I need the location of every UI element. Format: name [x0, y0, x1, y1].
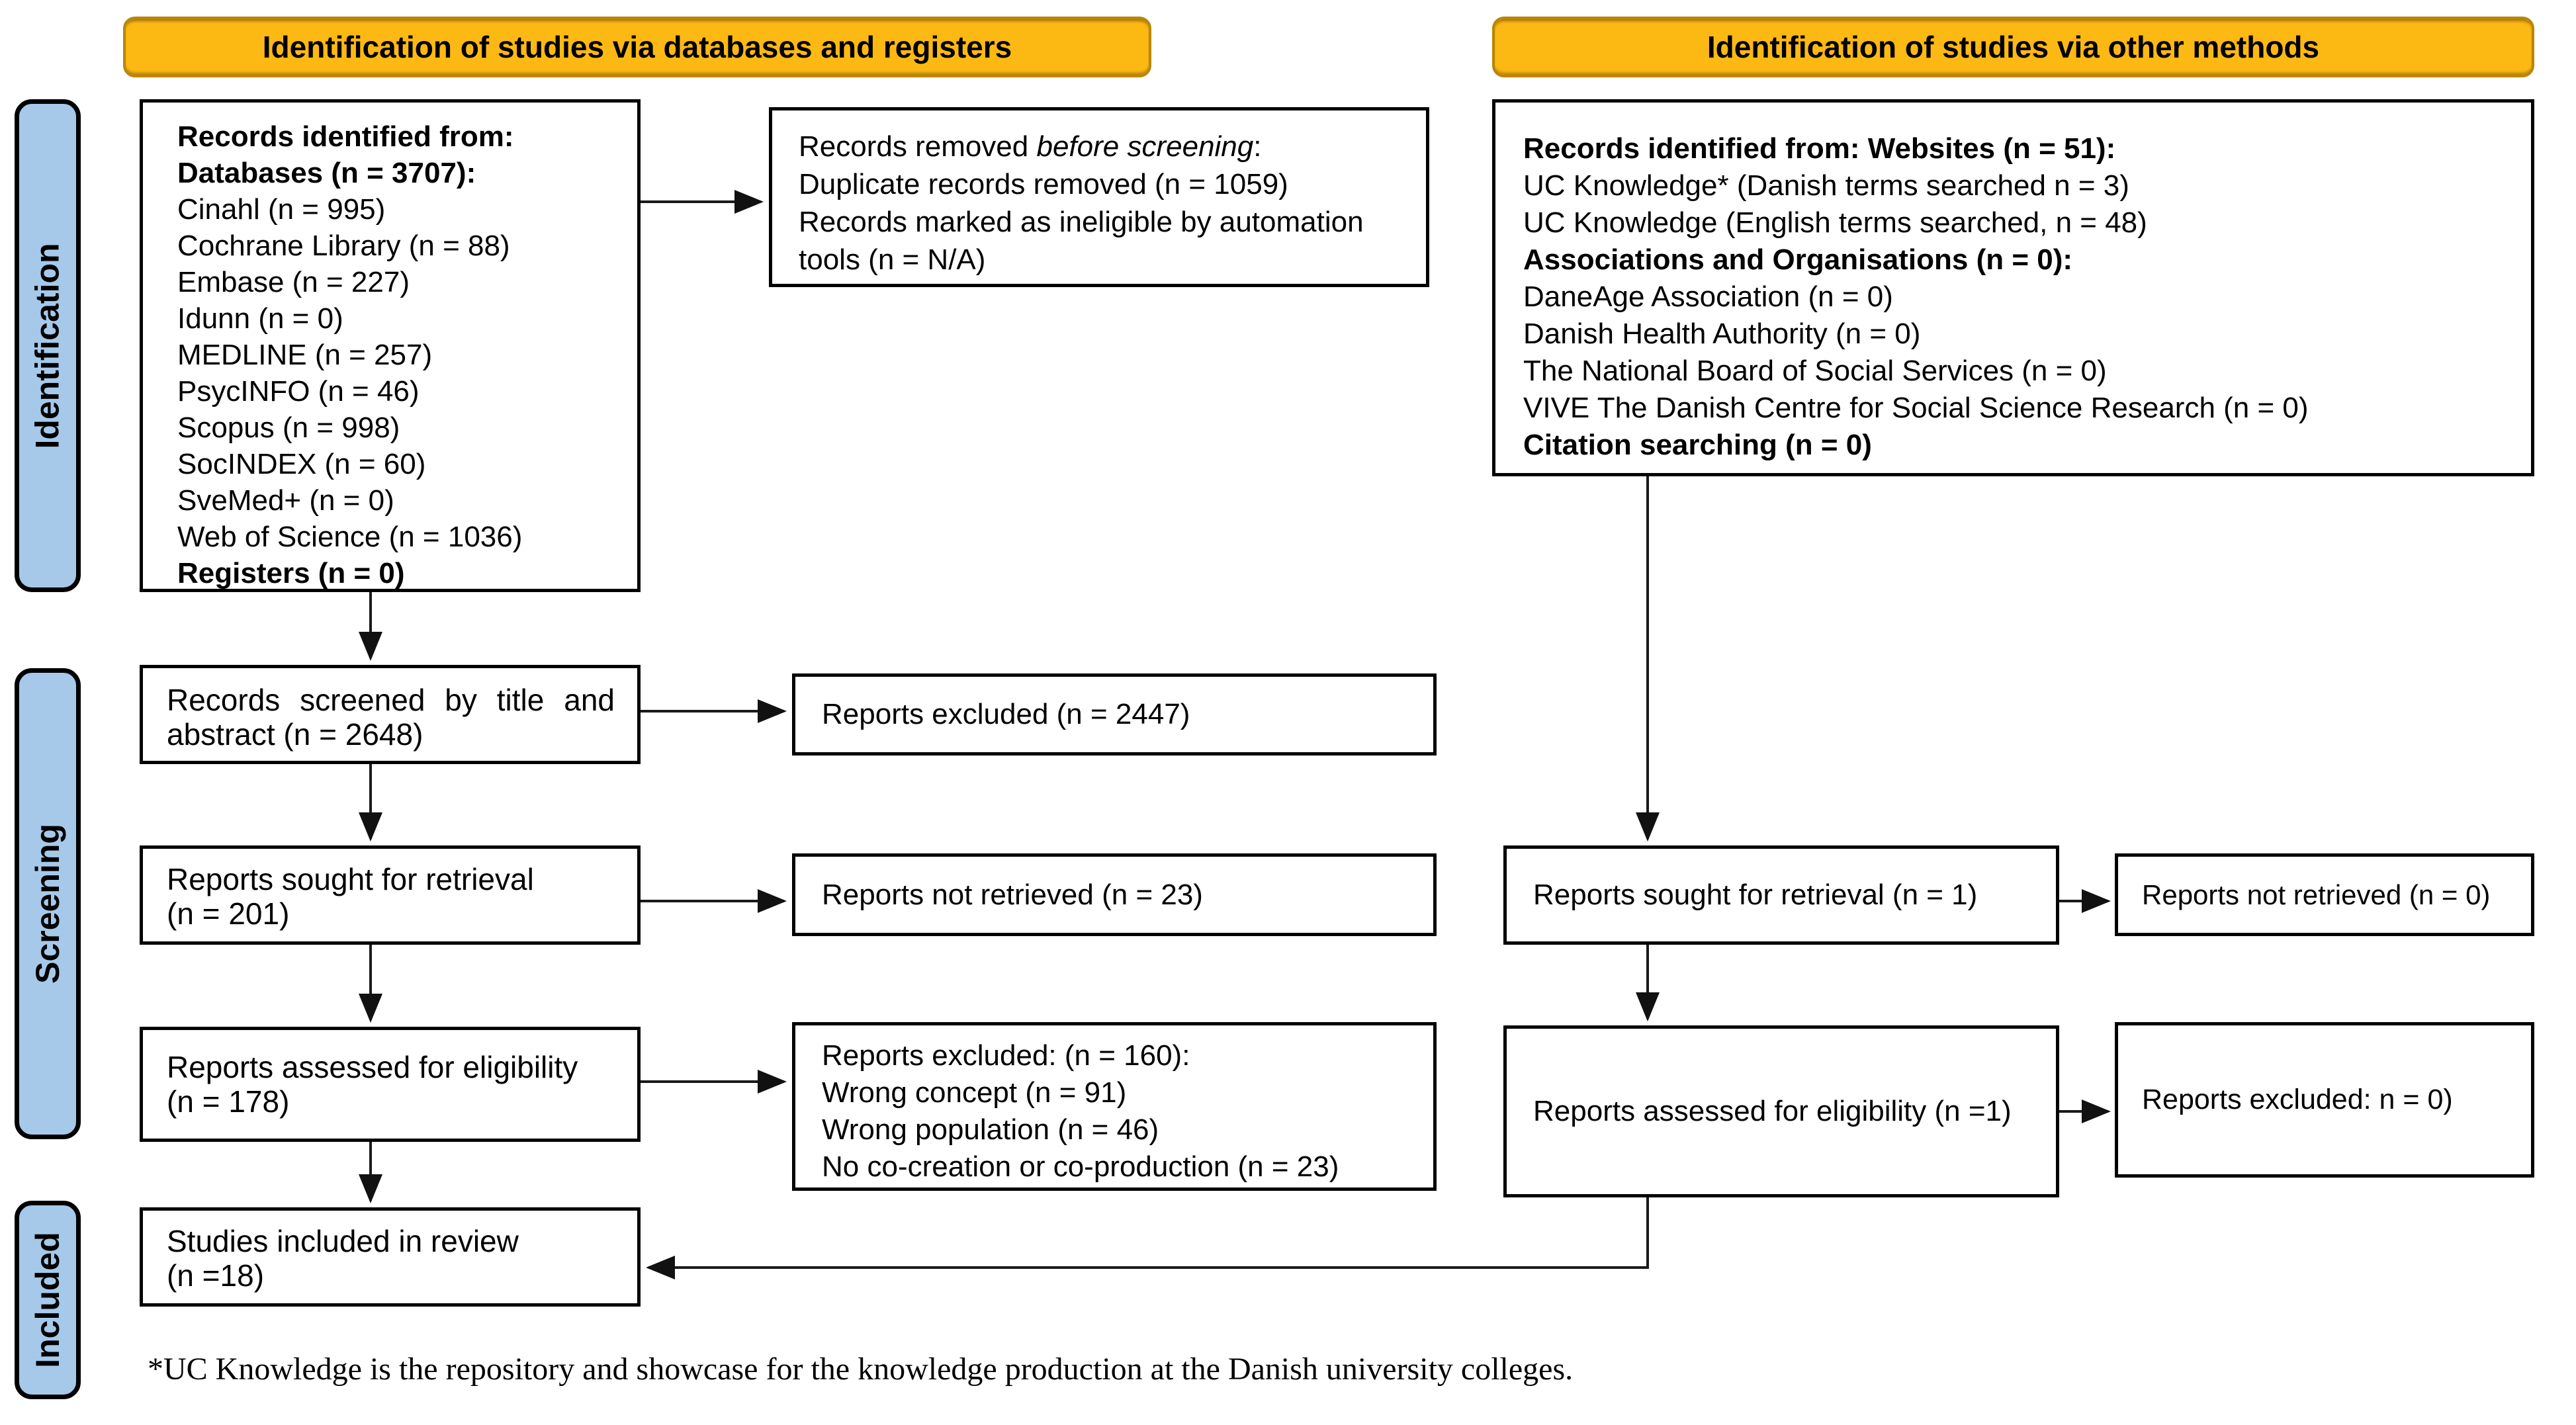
database-item: Cinahl (n = 995): [177, 193, 386, 226]
box-reports-excluded-screening: Reports excluded (n = 2447): [792, 673, 1437, 756]
database-item: Scopus (n = 998): [177, 411, 400, 444]
stage-included-label: Included: [29, 1232, 67, 1368]
database-item: Web of Science (n = 1036): [177, 521, 523, 553]
website-item: UC Knowledge* (Danish terms searched n =…: [1523, 169, 2129, 202]
box-reports-assessed-db: Reports assessed for eligibility (n = 17…: [140, 1027, 641, 1142]
duplicates-removed: Duplicate records removed (n = 1059): [799, 168, 1288, 200]
header-other-methods-label: Identification of studies via other meth…: [1707, 30, 2320, 64]
database-item: SveMed+ (n = 0): [177, 484, 394, 517]
records-removed-italic: before screening: [1036, 130, 1254, 163]
association-item: VIVE The Danish Centre for Social Scienc…: [1523, 392, 2309, 424]
stage-included: Included: [15, 1201, 81, 1399]
database-item: Cochrane Library (n = 88): [177, 230, 510, 262]
stage-identification: Identification: [15, 99, 81, 592]
header-databases-registers: Identification of studies via databases …: [123, 17, 1151, 77]
database-item: Idunn (n = 0): [177, 302, 343, 335]
websites-count: Records identified from: Websites (n = 5…: [1523, 132, 2116, 165]
stage-identification-label: Identification: [29, 242, 67, 449]
association-item: The National Board of Social Services (n…: [1523, 355, 2107, 387]
association-item: Danish Health Authority (n = 0): [1523, 318, 1921, 350]
database-item: SocINDEX (n = 60): [177, 448, 426, 480]
box-records-screened: Records screened by title and abstract (…: [140, 665, 641, 764]
citation-searching-count: Citation searching (n = 0): [1523, 429, 1872, 461]
records-identified-title: Records identified from:: [177, 120, 514, 153]
exclusion-reason: No co-creation or co-production (n = 23): [822, 1150, 1339, 1183]
reports-excluded-other-text: Reports excluded: n = 0): [2142, 1084, 2453, 1115]
box-records-identified-other: Records identified from: Websites (n = 5…: [1492, 99, 2534, 476]
reports-excluded-eligibility-title: Reports excluded: (n = 160):: [822, 1039, 1190, 1072]
databases-count: Databases (n = 3707):: [177, 157, 476, 189]
records-screened-text: Records screened by title and abstract (…: [167, 683, 615, 752]
exclusion-reason: Wrong concept (n = 91): [822, 1076, 1127, 1109]
reports-assessed-db-text: Reports assessed for eligibility (n = 17…: [167, 1050, 578, 1119]
reports-not-retrieved-db-text: Reports not retrieved (n = 23): [822, 878, 1203, 911]
box-reports-assessed-other: Reports assessed for eligibility (n =1): [1503, 1025, 2059, 1197]
registers-count: Registers (n = 0): [177, 557, 405, 589]
stage-screening: Screening: [15, 668, 81, 1139]
reports-assessed-other-text: Reports assessed for eligibility (n =1): [1533, 1095, 2012, 1127]
box-reports-not-retrieved-db: Reports not retrieved (n = 23): [792, 853, 1437, 936]
automation-ineligible: Records marked as ineligible by automati…: [799, 206, 1364, 276]
studies-included-text: Studies included in review (n =18): [167, 1224, 519, 1293]
records-removed-title: Records removed before screening:: [799, 128, 1402, 165]
database-item: MEDLINE (n = 257): [177, 339, 433, 371]
associations-count: Associations and Organisations (n = 0):: [1523, 243, 2073, 276]
records-removed-suffix: :: [1253, 130, 1262, 163]
box-reports-sought-db: Reports sought for retrieval (n = 201): [140, 845, 641, 945]
records-removed-prefix: Records removed: [799, 130, 1037, 163]
header-other-methods: Identification of studies via other meth…: [1492, 17, 2534, 77]
box-records-identified-databases: Records identified from: Databases (n = …: [140, 99, 641, 592]
box-reports-sought-other: Reports sought for retrieval (n = 1): [1503, 845, 2059, 945]
reports-excluded-screening-text: Reports excluded (n = 2447): [822, 698, 1190, 730]
website-item: UC Knowledge (English terms searched, n …: [1523, 206, 2147, 239]
box-studies-included: Studies included in review (n =18): [140, 1207, 641, 1307]
box-reports-excluded-eligibility: Reports excluded: (n = 160): Wrong conce…: [792, 1022, 1437, 1191]
reports-not-retrieved-other-text: Reports not retrieved (n = 0): [2142, 879, 2491, 910]
database-item: PsycINFO (n = 46): [177, 375, 420, 408]
exclusion-reason: Wrong population (n = 46): [822, 1113, 1159, 1146]
database-item: Embase (n = 227): [177, 266, 410, 298]
box-reports-not-retrieved-other: Reports not retrieved (n = 0): [2115, 853, 2534, 936]
box-records-removed: Records removed before screening: Duplic…: [769, 107, 1429, 287]
reports-sought-other-text: Reports sought for retrieval (n = 1): [1533, 879, 1978, 911]
footnote: *UC Knowledge is the repository and show…: [148, 1352, 1574, 1387]
stage-screening-label: Screening: [29, 824, 66, 984]
association-item: DaneAge Association (n = 0): [1523, 281, 1893, 313]
header-databases-registers-label: Identification of studies via databases …: [262, 30, 1012, 64]
box-reports-excluded-other: Reports excluded: n = 0): [2115, 1022, 2534, 1178]
reports-sought-db-text: Reports sought for retrieval (n = 201): [167, 862, 534, 931]
